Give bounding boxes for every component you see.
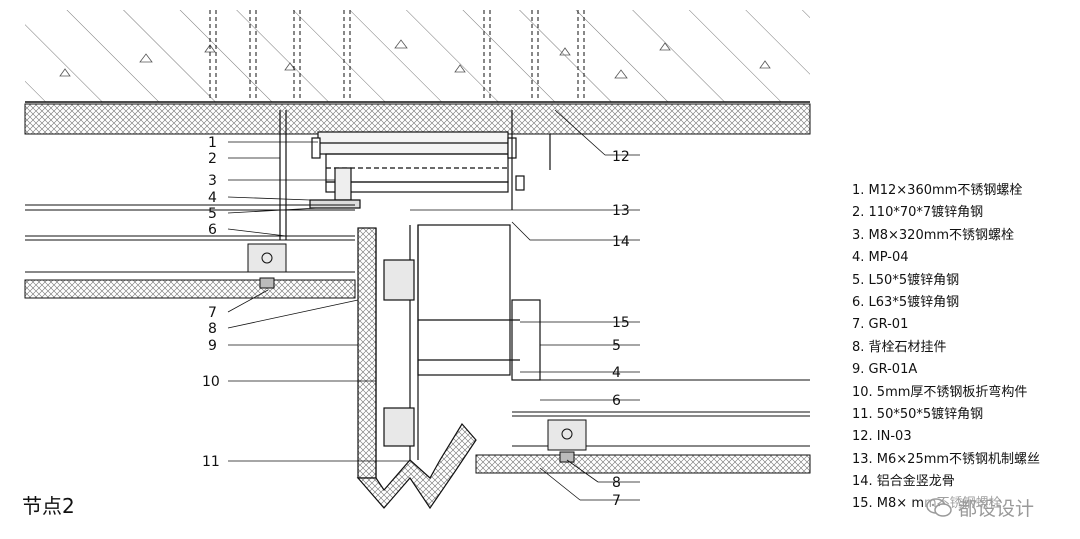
legend-item: 9. GR-01A [852,362,918,378]
callout-14: 14 [612,234,630,250]
legend-list: 1. M12×360mm不锈钢螺栓 2. 110*70*7镀锌角钢 3. M8×… [852,180,1077,516]
node-title: 节点2 [22,494,75,518]
callout-9: 9 [208,338,217,354]
right-ceiling-layers [475,379,811,474]
legend-item: 13. M6×25mm不锈钢机制螺丝 [852,451,1041,467]
wechat-logo-icon [926,497,952,517]
legend-item: 1. M12×360mm不锈钢螺栓 [852,183,1023,198]
steel-hanger-assembly [279,110,551,240]
callout-5: 5 [208,206,217,222]
concrete-slab [25,10,810,103]
callout-12: 12 [612,149,630,165]
legend-item: 7. GR-01 [852,317,909,333]
right-callout-labels: 12 13 14 15 5 4 6 8 7 [612,149,630,509]
callout-8-r: 8 [612,475,621,491]
callout-4: 4 [208,190,217,206]
callout-7: 7 [208,305,217,321]
folded-bottom-profile [356,422,477,510]
left-callout-labels: 1 2 3 4 5 6 7 8 9 10 11 [202,135,220,470]
callout-3: 3 [208,173,217,189]
callout-6: 6 [208,222,217,238]
callout-8: 8 [208,321,217,337]
section-drawing: 1 2 3 4 5 6 7 8 9 10 11 12 13 14 15 5 4 … [24,10,811,510]
legend-item: 2. 110*70*7镀锌角钢 [852,205,984,221]
anchor-bolts [209,10,585,100]
vertical-cladding [357,224,541,479]
callout-13: 13 [612,203,630,219]
legend-item: 5. L50*5镀锌角钢 [852,272,960,288]
legend-item: 12. IN-03 [852,429,912,445]
callout-6-r: 6 [612,393,621,409]
watermark-text: 都设设计 [958,498,1035,520]
left-callout-leaders [227,141,410,462]
callout-5-r: 5 [612,338,621,354]
legend-item: 8. 背栓石材挂件 [852,339,947,355]
legend-item: 10. 5mm厚不锈钢板折弯构件 [852,384,1028,400]
legend-item: 11. 50*50*5镀锌角钢 [852,406,984,422]
right-callout-leaders [410,109,640,501]
legend-item: 14. 铝合金竖龙骨 [852,474,955,490]
callout-15: 15 [612,315,630,331]
insulation-band-top [24,103,811,135]
watermark: 都设设计 [924,494,1037,521]
legend-item: 6. L63*5镀锌角钢 [852,294,960,310]
callout-11: 11 [202,454,220,470]
left-ceiling-layers [24,204,356,299]
legend-item: 3. M8×320mm不锈钢螺栓 [852,227,1015,243]
callout-1: 1 [208,135,217,151]
callout-10: 10 [202,374,220,390]
legend-item: 4. MP-04 [852,250,909,266]
callout-2: 2 [208,151,217,167]
callout-7-r: 7 [612,493,621,509]
callout-4-r: 4 [612,365,621,381]
